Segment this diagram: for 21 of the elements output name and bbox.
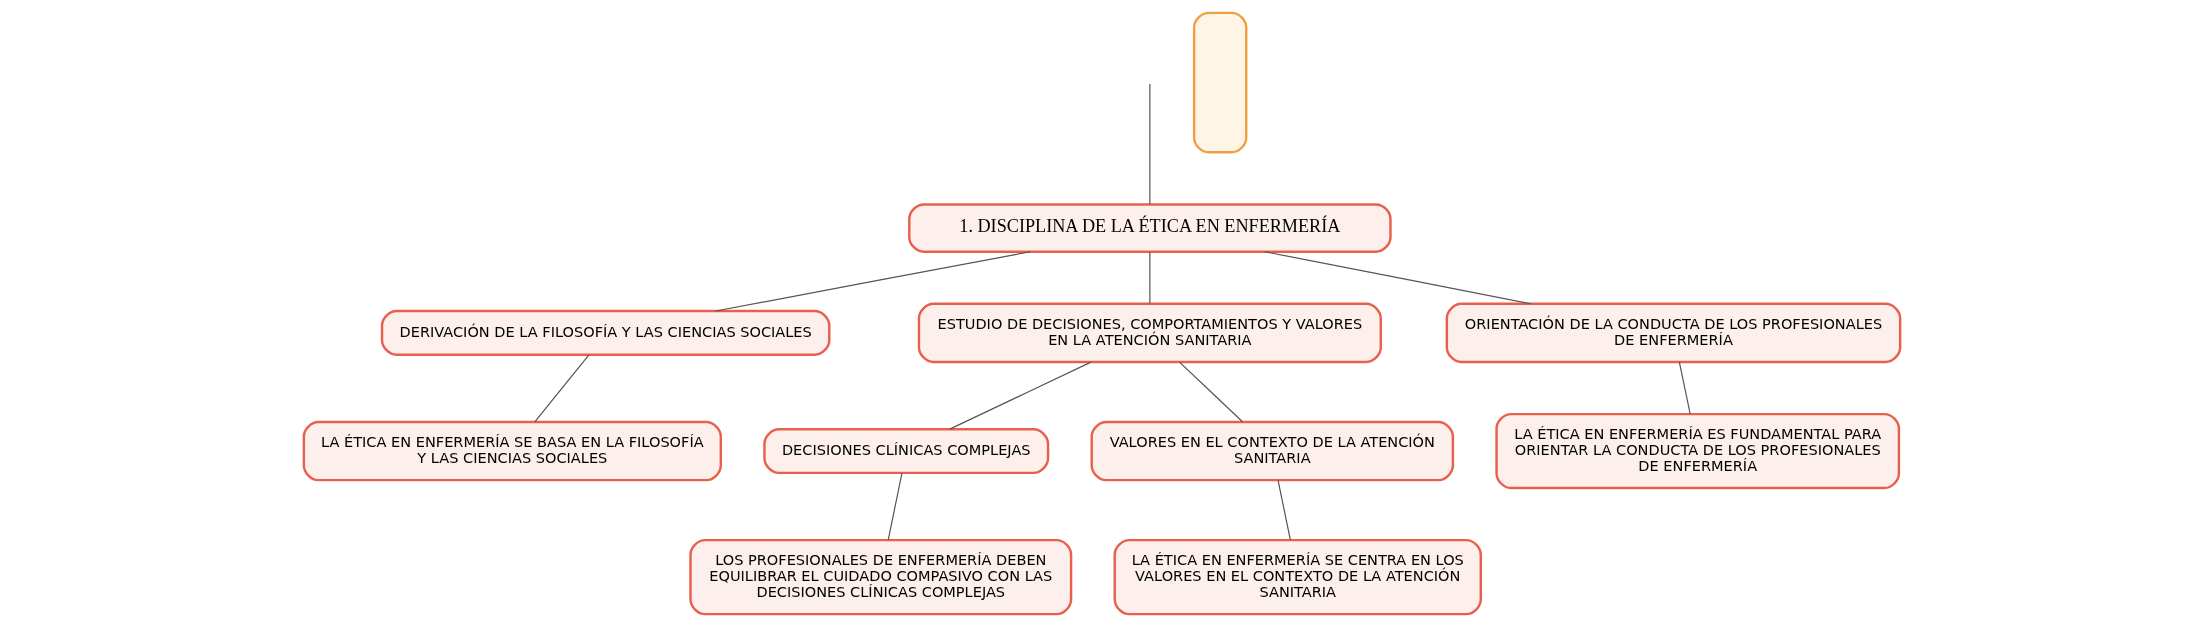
node-box: 1. DISCIPLINA DE LA ÉTICA EN ENFERMERÍA [908,203,1392,253]
connector [1149,83,1151,205]
node-box: DERIVACIÓN DE LA FILOSOFÍA Y LAS CIENCIAS SOCIALES [380,309,831,356]
connector [1678,361,1691,415]
node-box: LA ÉTICA EN ENFERMERÍA ES FUNDAMENTAL PARA ORIENTAR LA CONDUCTA DE LOS PROFESIONALES DE ENFERMERÍA [1495,412,1901,490]
node-box: VALORES EN EL CONTEXTO DE LA ATENCIÓN SANITARIA [1090,420,1455,482]
connector [887,472,903,541]
node-box: LOS PROFESIONALES DE ENFERMERÍA DEBEN EQUILIBRAR EL CUIDADO COMPASIVO CON LAS DECISIONES CLÍNICAS COMPLEJAS [689,538,1073,616]
connector [1178,361,1244,423]
connector [1264,251,1532,305]
connector [1149,251,1151,305]
connector [1277,479,1291,541]
node-box: DECISIONES CLÍNICAS COMPLEJAS [763,428,1050,475]
connector [714,251,1032,312]
node-box: ORIENTACIÓN DE LA CONDUCTA DE LOS PROFESIONALES DE ENFERMERÍA [1445,302,1902,364]
node-box: LA ÉTICA EN ENFERMERÍA SE BASA EN LA FILOSOFÍA Y LAS CIENCIAS SOCIALES [302,420,722,482]
node-box: LA ÉTICA EN ENFERMERÍA SE CENTRA EN LOS VALORES EN EL CONTEXTO DE LA ATENCIÓN SANITARIA [1113,538,1482,616]
node-box: ESTUDIO DE DECISIONES, COMPORTAMIENTOS Y VALORES EN LA ATENCIÓN SANITARIA [917,302,1382,364]
connector [949,361,1092,430]
node-box [1192,11,1248,154]
connector [534,354,590,423]
